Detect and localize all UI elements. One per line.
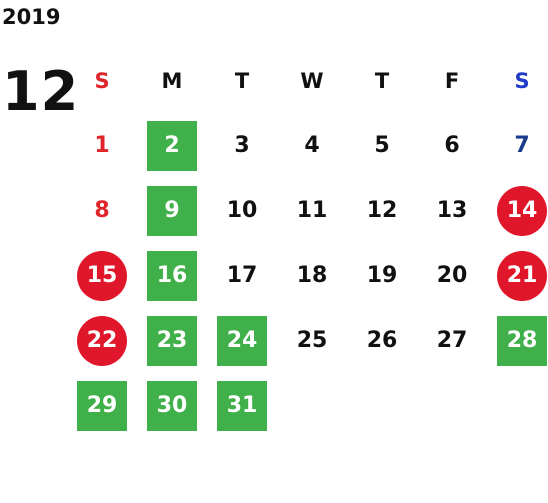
day-cell-3[interactable]: 3 <box>207 113 277 178</box>
day-cell-10[interactable]: 10 <box>207 178 277 243</box>
day-cell-29[interactable]: 29 <box>67 373 137 438</box>
day-number: 4 <box>304 133 320 158</box>
day-number: 29 <box>77 380 127 431</box>
day-number: 14 <box>497 185 547 236</box>
day-cell-16[interactable]: 16 <box>137 243 207 308</box>
day-number: 13 <box>436 198 468 223</box>
day-cell-14[interactable]: 14 <box>487 178 548 243</box>
weekday-header-tuesday: T <box>234 68 250 93</box>
day-cell-23[interactable]: 23 <box>137 308 207 373</box>
day-number: 24 <box>217 315 267 366</box>
day-number: 10 <box>226 198 258 223</box>
weekday-header-thursday: T <box>374 68 390 93</box>
day-number: 12 <box>366 198 398 223</box>
day-cell-5[interactable]: 5 <box>347 113 417 178</box>
day-cell-28[interactable]: 28 <box>487 308 548 373</box>
day-number: 3 <box>234 133 250 158</box>
day-number: 6 <box>444 133 460 158</box>
day-cell-2[interactable]: 2 <box>137 113 207 178</box>
weekday-header-friday: F <box>444 68 460 93</box>
weekday-header-monday: M <box>161 68 183 93</box>
day-cell-20[interactable]: 20 <box>417 243 487 308</box>
day-number: 7 <box>514 133 530 158</box>
day-number: 19 <box>366 263 398 288</box>
day-cell-22[interactable]: 22 <box>67 308 137 373</box>
day-number: 23 <box>147 315 197 366</box>
day-number: 5 <box>374 133 390 158</box>
day-number: 16 <box>147 250 197 301</box>
day-cell-17[interactable]: 17 <box>207 243 277 308</box>
day-number: 28 <box>497 315 547 366</box>
day-cell-27[interactable]: 27 <box>417 308 487 373</box>
day-number: 27 <box>436 328 468 353</box>
day-number: 31 <box>217 380 267 431</box>
day-cell-30[interactable]: 30 <box>137 373 207 438</box>
day-number: 15 <box>77 250 127 301</box>
day-number: 8 <box>94 198 110 223</box>
day-number: 17 <box>226 263 258 288</box>
day-cell-11[interactable]: 11 <box>277 178 347 243</box>
day-cell-8[interactable]: 8 <box>67 178 137 243</box>
day-number: 11 <box>296 198 328 223</box>
day-number: 20 <box>436 263 468 288</box>
year-label: 2019 <box>2 5 61 29</box>
day-number: 1 <box>94 133 110 158</box>
day-cell-6[interactable]: 6 <box>417 113 487 178</box>
day-cell-18[interactable]: 18 <box>277 243 347 308</box>
day-cell-15[interactable]: 15 <box>67 243 137 308</box>
day-cell-13[interactable]: 13 <box>417 178 487 243</box>
day-number: 22 <box>77 315 127 366</box>
day-number: 21 <box>497 250 547 301</box>
day-number: 25 <box>296 328 328 353</box>
day-cell-1[interactable]: 1 <box>67 113 137 178</box>
day-cell-12[interactable]: 12 <box>347 178 417 243</box>
day-cell-7[interactable]: 7 <box>487 113 548 178</box>
day-cell-9[interactable]: 9 <box>137 178 207 243</box>
day-cell-19[interactable]: 19 <box>347 243 417 308</box>
month-number: 12 <box>2 60 80 123</box>
day-cell-26[interactable]: 26 <box>347 308 417 373</box>
weekday-header-sunday: S <box>94 68 110 93</box>
weekday-header-wednesday: W <box>300 68 324 93</box>
day-number: 9 <box>147 185 197 236</box>
day-number: 2 <box>147 120 197 171</box>
day-number: 18 <box>296 263 328 288</box>
weekday-header-saturday: S <box>514 68 530 93</box>
day-cell-31[interactable]: 31 <box>207 373 277 438</box>
day-number: 26 <box>366 328 398 353</box>
day-cell-4[interactable]: 4 <box>277 113 347 178</box>
day-number: 30 <box>147 380 197 431</box>
day-cell-25[interactable]: 25 <box>277 308 347 373</box>
day-cell-21[interactable]: 21 <box>487 243 548 308</box>
day-cell-24[interactable]: 24 <box>207 308 277 373</box>
